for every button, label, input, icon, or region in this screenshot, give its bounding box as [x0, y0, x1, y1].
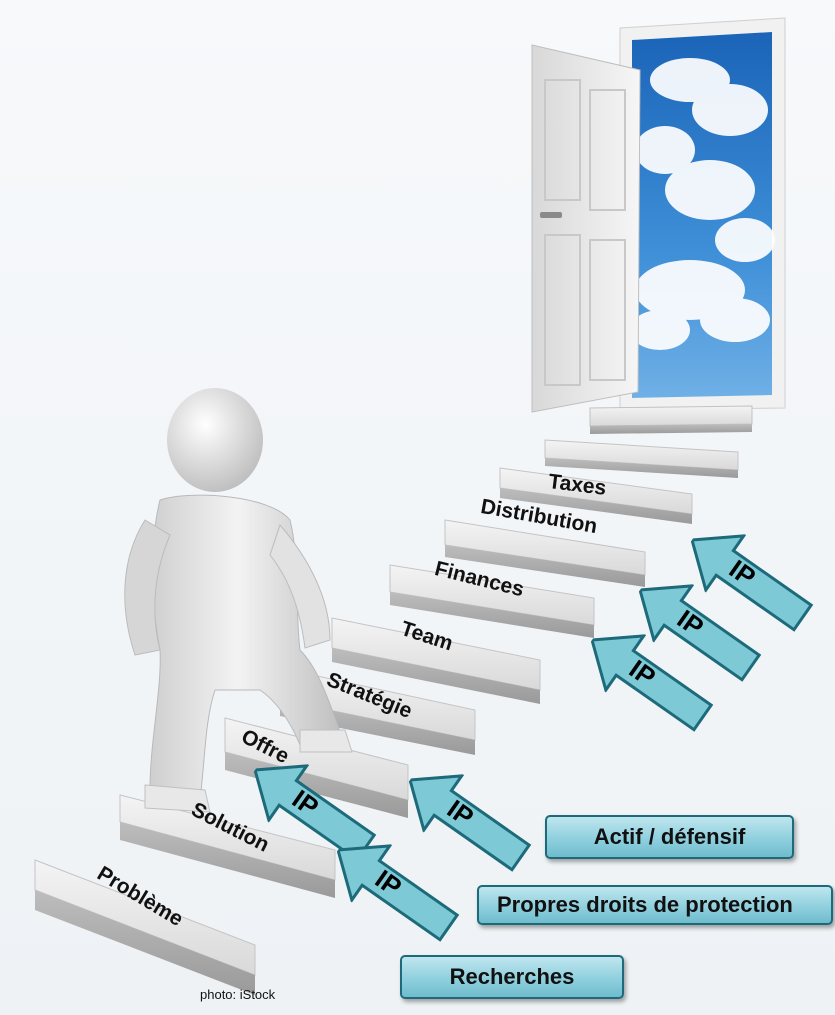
figure-arm-left	[124, 519, 171, 656]
tag-propres-droits: Propres droits de protection	[477, 885, 833, 925]
photo-credit: photo: iStock	[200, 987, 276, 1002]
figure-foot-standing	[144, 784, 211, 813]
door	[531, 17, 786, 434]
door-leaf	[531, 44, 641, 413]
door-handle-icon	[540, 212, 562, 218]
ip-arrow-6: IP	[672, 511, 827, 649]
door-threshold	[589, 405, 753, 427]
ip-arrow-5: IP	[620, 561, 775, 699]
climbing-figure	[124, 388, 353, 813]
tag-actif-defensif: Actif / défensif	[545, 815, 794, 859]
figure-head	[167, 388, 263, 492]
ip-arrow-2: IP	[318, 821, 473, 959]
ip-arrow-4: IP	[572, 611, 727, 749]
stairs	[34, 439, 739, 995]
ip-arrow-3: IP	[390, 751, 545, 889]
tag-recherches: Recherches	[400, 955, 624, 999]
figure-foot-raised	[299, 729, 353, 753]
figure-arm-right	[269, 524, 331, 649]
clouds	[630, 58, 775, 350]
